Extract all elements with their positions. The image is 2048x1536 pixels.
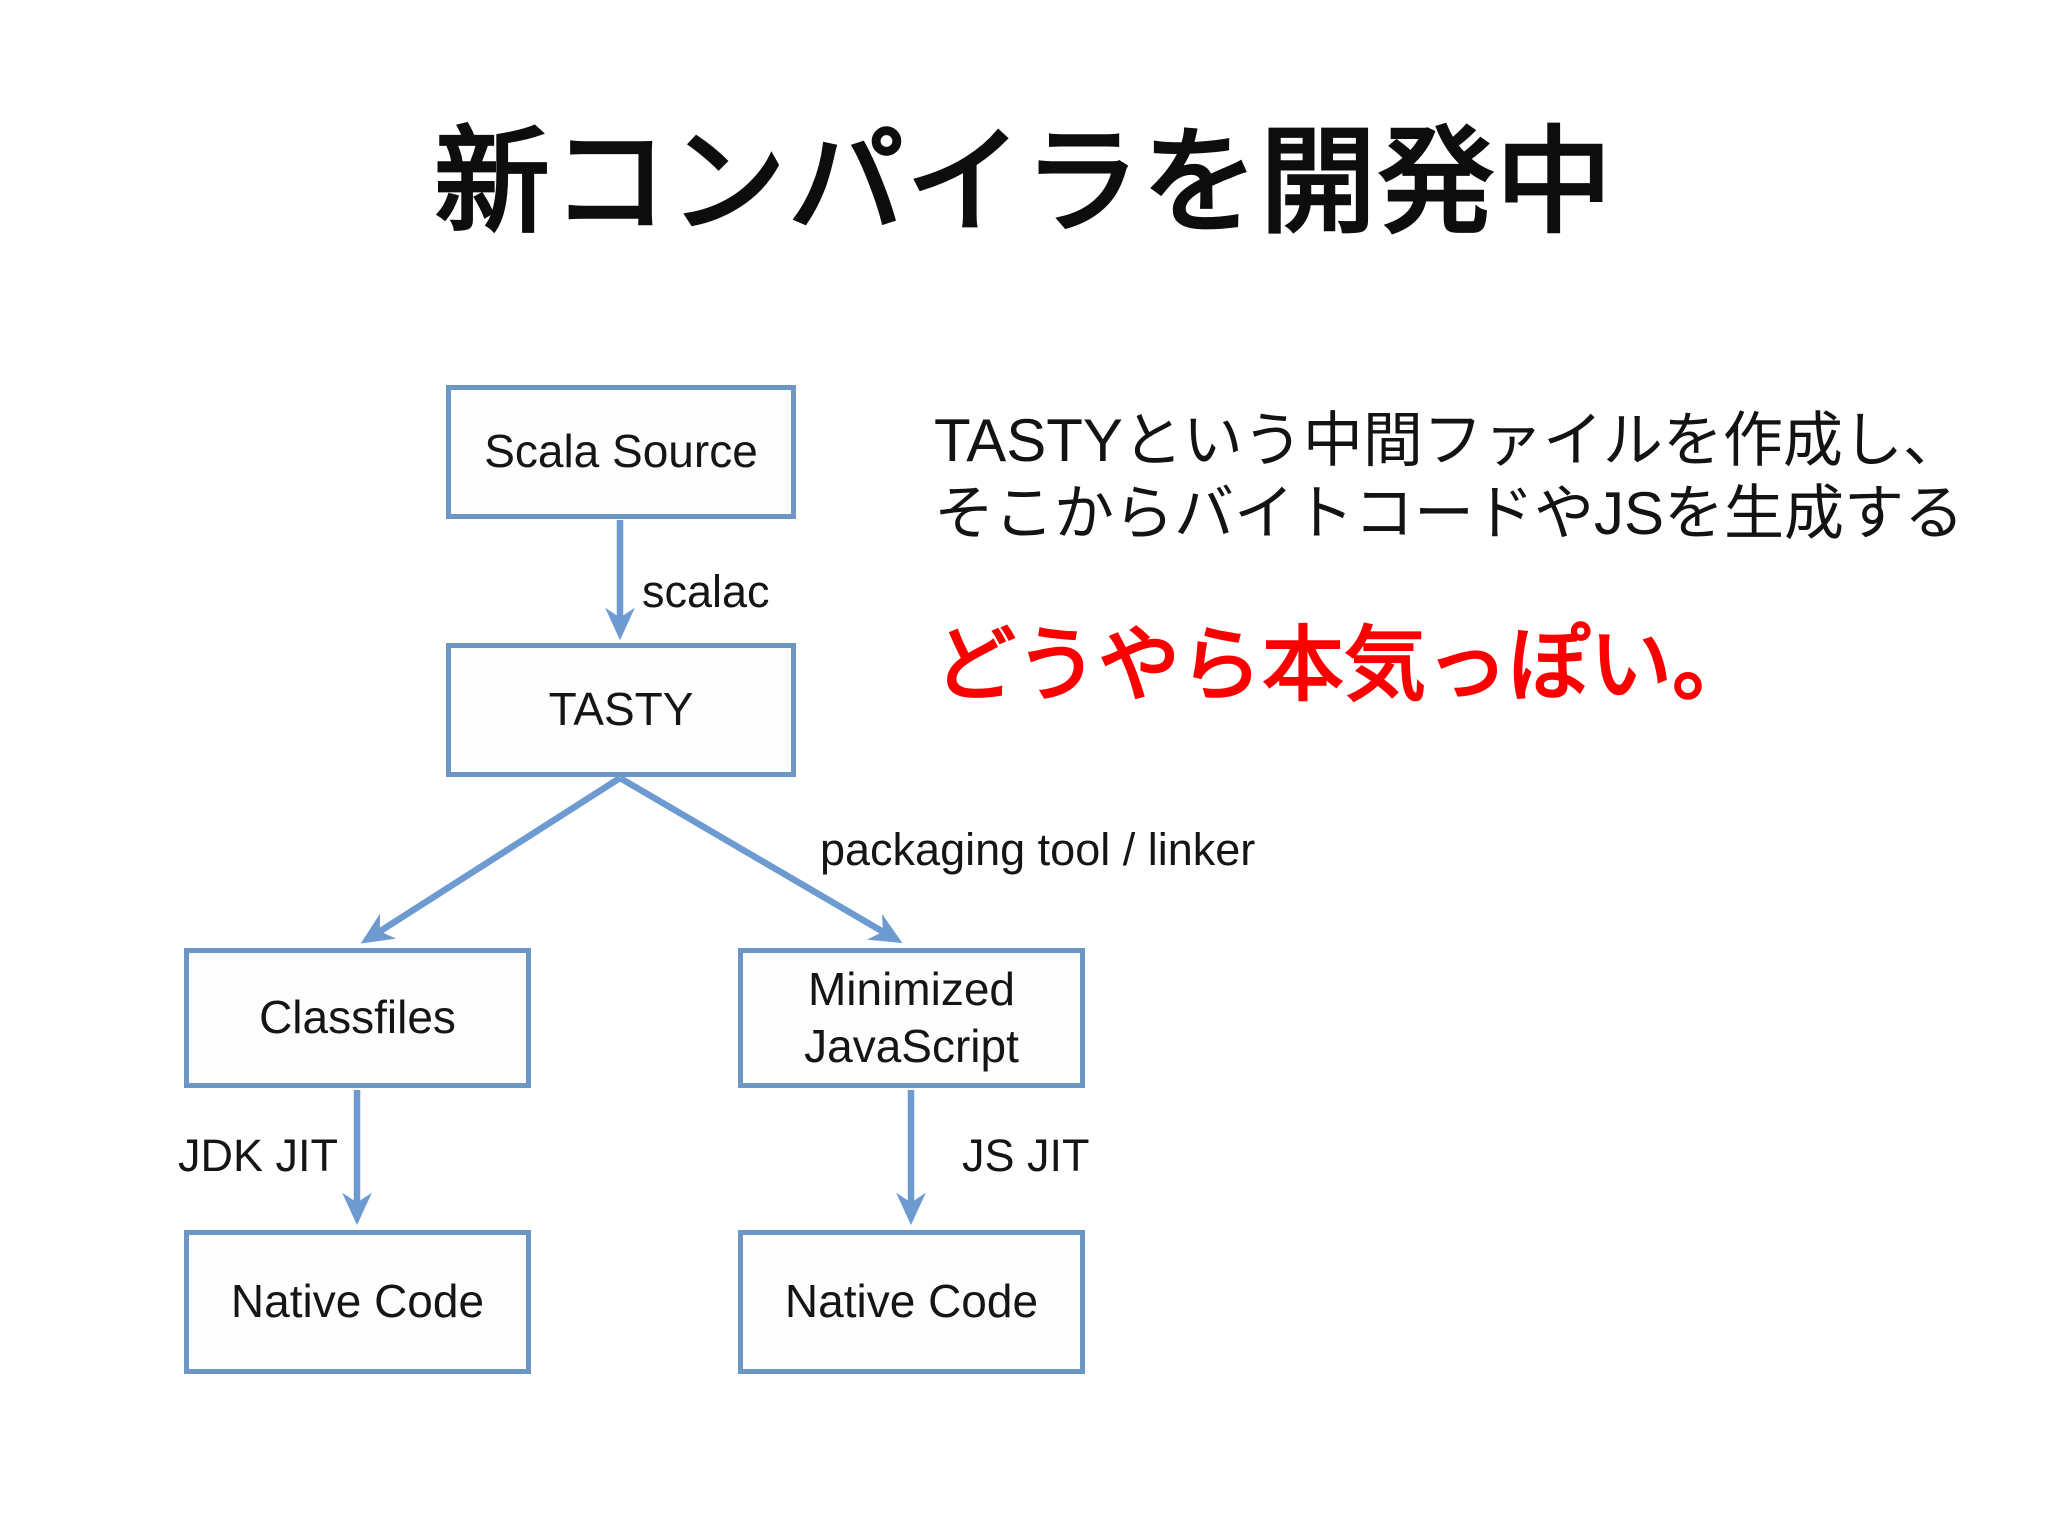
edge-label-packaging-tool-linker: packaging tool / linker (820, 824, 1256, 875)
node-minimized-javascript: Minimized JavaScript (738, 948, 1085, 1088)
description-text: TASTYという中間ファイルを作成し、 そこからバイトコードやJSを生成する (934, 404, 1964, 550)
node-tasty: TASTY (446, 643, 796, 777)
node-classfiles-label: Classfiles (259, 991, 456, 1044)
arrow-tasty-to-minimized-javascript (618, 775, 903, 944)
node-minimized-javascript-label: Minimized JavaScript (804, 962, 1019, 1073)
description-line-1: TASTYという中間ファイルを作成し、 (934, 407, 1963, 474)
edge-label-jdk-jit: JDK JIT (178, 1130, 339, 1181)
node-scala-source-label: Scala Source (484, 425, 758, 478)
edge-label-js-jit: JS JIT (962, 1130, 1090, 1181)
slide-title: 新コンパイラを開発中 (434, 117, 1614, 247)
node-classfiles: Classfiles (184, 948, 531, 1088)
description-line-2: そこからバイトコードやJSを生成する (934, 480, 1965, 548)
node-native-code-js: Native Code (738, 1230, 1085, 1374)
node-native-code-jvm: Native Code (184, 1230, 531, 1374)
node-native-code-js-label: Native Code (784, 1275, 1039, 1328)
node-native-code-jvm-label: Native Code (230, 1275, 485, 1328)
emphasis-text: どうやら本気っぽい。 (934, 620, 1755, 711)
node-tasty-label: TASTY (548, 683, 694, 736)
node-scala-source: Scala Source (446, 385, 796, 519)
edge-label-scalac: scalac (642, 566, 770, 617)
arrow-tasty-to-classfiles (360, 775, 622, 944)
